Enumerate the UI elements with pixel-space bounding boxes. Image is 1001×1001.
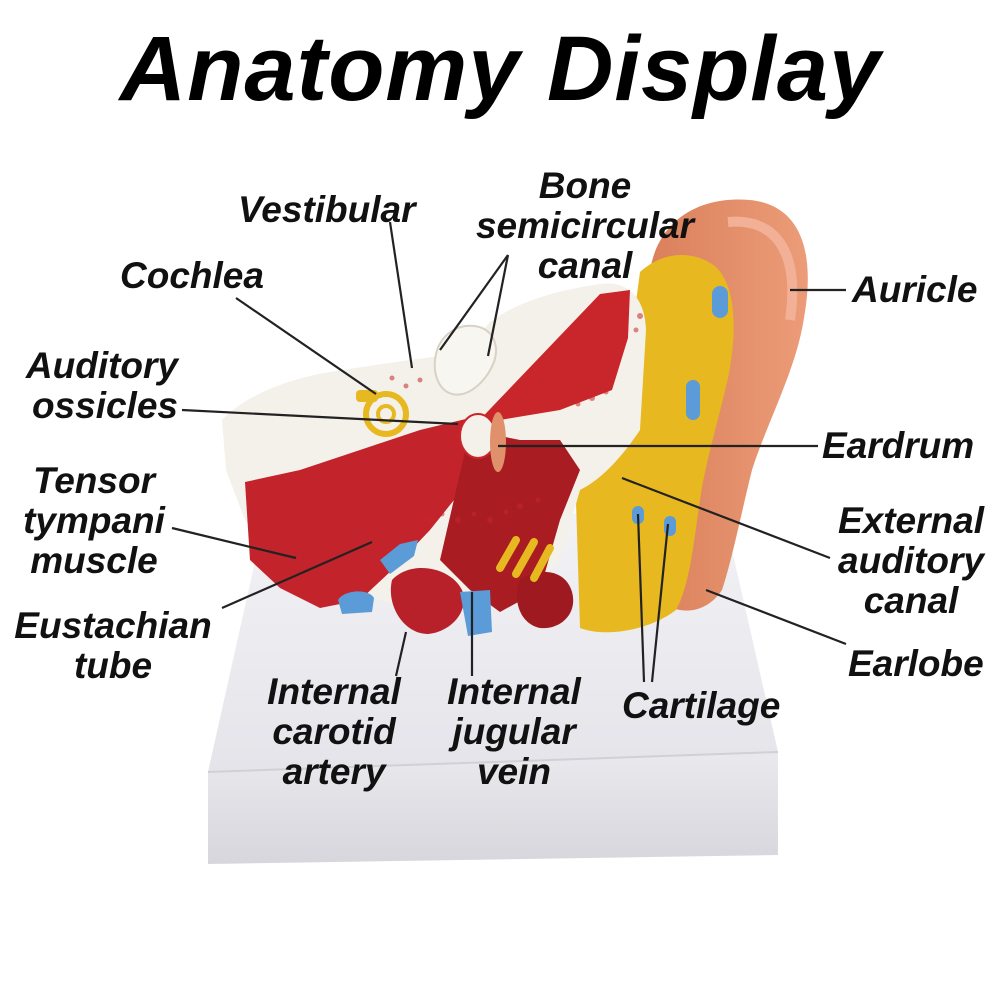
leader-lines <box>171 221 847 683</box>
page-title: Anatomy Display <box>119 18 882 120</box>
label-auricle: Auricle <box>852 269 978 310</box>
label-earlobe: Earlobe <box>848 643 984 684</box>
label-auditory-ossicles: Auditory ossicles <box>25 345 178 426</box>
label-internal-carotid-artery: Internal carotid artery <box>267 671 401 792</box>
label-tensor-tympani-muscle: Tensor tympani muscle <box>23 460 165 581</box>
label-eustachian-tube: Eustachian tube <box>14 605 212 686</box>
muscle-tissue-shape <box>245 290 630 634</box>
bone-speckle-pattern <box>389 313 643 523</box>
label-cochlea: Cochlea <box>120 255 264 296</box>
cochlea-shape <box>356 390 409 437</box>
label-bone-semicircular-canal: Bone semicircular canal <box>475 165 695 286</box>
label-cartilage: Cartilage <box>622 685 781 726</box>
label-internal-jugular-vein: Internal jugular vein <box>447 671 581 792</box>
ossicles-shape <box>459 412 506 472</box>
cartilage-shape <box>575 254 734 633</box>
vessel-shape <box>338 540 492 636</box>
label-eardrum: Eardrum <box>822 425 975 466</box>
label-vestibular: Vestibular <box>238 189 416 230</box>
label-external-auditory-canal: External auditory canal <box>837 500 984 621</box>
nerve-shape <box>496 536 554 582</box>
